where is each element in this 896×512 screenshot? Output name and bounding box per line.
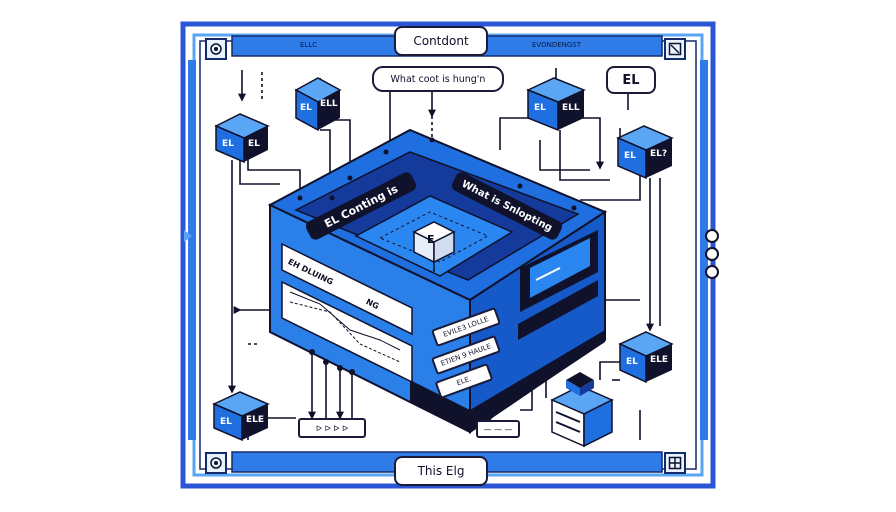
right-bus-bar: — — — [476,420,520,438]
node-right-mid-label-b: EL? [650,149,668,159]
question-callout: What coot is hung'n [372,66,504,92]
target-icon[interactable] [205,452,227,474]
tag-callout: EL [606,66,656,94]
header-left-caption: ELLC [300,41,318,49]
header-right-caption: EVONDENGST [532,41,582,49]
node-bottom-right [618,331,674,384]
central-box [267,128,608,434]
node-top-left-upper-label-b: ELL [320,99,338,109]
node-bottom-right-label-b: ELE [650,355,669,365]
node-top-left-lower-label-a: EL [222,139,234,149]
server-stack-icon [550,372,614,448]
grid-icon[interactable] [664,452,686,474]
node-right-mid [616,125,674,180]
node-bottom-right-label-a: EL [626,357,638,367]
arrow-right-icon [184,230,192,242]
left-bus-bar: ᐅ ᐅ ᐅ ᐅ [298,418,366,438]
node-right-mid-label-a: EL [624,151,636,161]
node-bottom-left-label-b: ELE [246,415,265,425]
expand-icon[interactable] [664,38,686,60]
header-title: Contdont [394,26,488,56]
node-top-left-upper-label-a: EL [300,103,312,113]
node-top-left-lower-label-b: EL [248,139,260,149]
node-top-left-upper [294,77,342,132]
link-circles-icon [705,229,719,279]
node-top-right-upper-label-a: EL [534,103,546,113]
node-top-right-upper-label-b: ELL [562,103,580,113]
node-bottom-left-label-a: EL [220,417,232,427]
target-icon[interactable] [205,38,227,60]
node-bottom-left [212,391,270,442]
port-dots [309,349,355,375]
node-top-right-upper [526,77,586,132]
node-top-left-lower [214,113,270,164]
core-letter: E [427,233,435,246]
footer-caption: This Elg [394,456,488,486]
